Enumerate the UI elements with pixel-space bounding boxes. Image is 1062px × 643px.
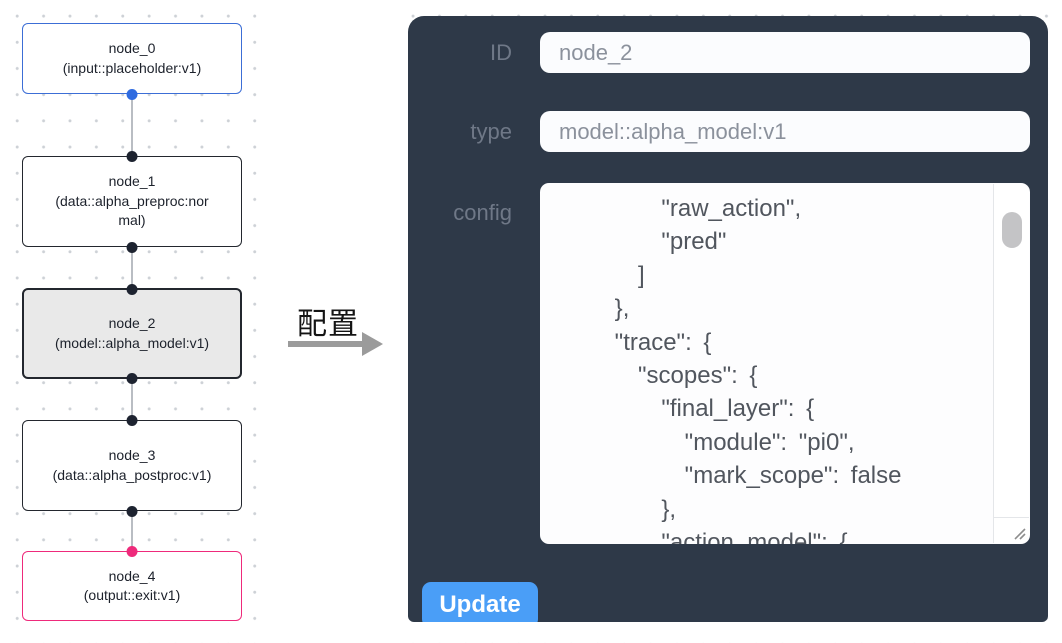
flow-node-node_3[interactable]: node_3 (data::alpha_postproc:v1) bbox=[22, 414, 242, 517]
node-title: node_3 bbox=[108, 447, 156, 463]
node-subtitle: (output::exit:v1) bbox=[83, 587, 181, 603]
output-port[interactable] bbox=[126, 88, 138, 100]
id-input[interactable] bbox=[540, 32, 1030, 73]
edge-node0-node1 bbox=[130, 94, 133, 156]
scrollbar-thumb[interactable] bbox=[1002, 212, 1022, 248]
type-input[interactable] bbox=[540, 111, 1030, 152]
edge-node1-node2 bbox=[130, 247, 133, 288]
node-config-panel: ID type config "raw_action", "pred" ] },… bbox=[408, 16, 1048, 622]
node-subtitle: (model::alpha_model:v1) bbox=[54, 334, 210, 351]
output-port[interactable] bbox=[126, 505, 138, 517]
scrollbar-track[interactable] bbox=[993, 184, 1029, 543]
node-title: node_1 bbox=[108, 173, 156, 190]
type-field-label: type bbox=[470, 119, 512, 144]
node-title: node_4 bbox=[108, 567, 156, 584]
config-editor: "raw_action", "pred" ] }, "trace": { "sc… bbox=[540, 183, 1030, 544]
edge-node3-node4 bbox=[130, 511, 133, 551]
flow-node-node_0[interactable]: node_0 (input::placeholder:v1) bbox=[22, 23, 242, 100]
input-port[interactable] bbox=[126, 414, 138, 426]
id-field-label: ID bbox=[490, 40, 512, 65]
input-port[interactable] bbox=[126, 150, 138, 162]
flow-node-node_4[interactable]: node_4 (output::exit:v1) bbox=[22, 545, 242, 621]
node-title: node_2 bbox=[108, 315, 156, 331]
scrollbar-corner bbox=[993, 517, 1029, 543]
flow-node-node_1[interactable]: node_1 (data::alpha_preproc:normal) bbox=[22, 150, 242, 253]
update-button[interactable]: Update bbox=[422, 582, 538, 622]
node-subtitle: (input::placeholder:v1) bbox=[62, 59, 202, 76]
config-field-label: config bbox=[453, 200, 512, 225]
node-subtitle: (data::alpha_postproc:v1) bbox=[52, 466, 212, 483]
arrow-right-icon-head bbox=[362, 332, 383, 356]
resize-handle-icon[interactable] bbox=[1009, 523, 1027, 541]
output-port[interactable] bbox=[126, 241, 138, 253]
node-subtitle: (data::alpha_preproc:normal) bbox=[55, 192, 209, 229]
flow-node-node_2-selected[interactable]: node_2 (model::alpha_model:v1) bbox=[22, 283, 242, 384]
input-port[interactable] bbox=[126, 545, 138, 557]
edge-node2-node3 bbox=[130, 379, 133, 420]
output-port[interactable] bbox=[126, 372, 138, 384]
canvas-gutter bbox=[272, 0, 392, 643]
config-annotation-label: 配置 bbox=[297, 308, 359, 341]
arrow-right-icon bbox=[288, 341, 364, 347]
node-title: node_0 bbox=[108, 40, 156, 56]
config-textarea[interactable]: "raw_action", "pred" ] }, "trace": { "sc… bbox=[540, 183, 1030, 544]
input-port[interactable] bbox=[126, 283, 138, 295]
